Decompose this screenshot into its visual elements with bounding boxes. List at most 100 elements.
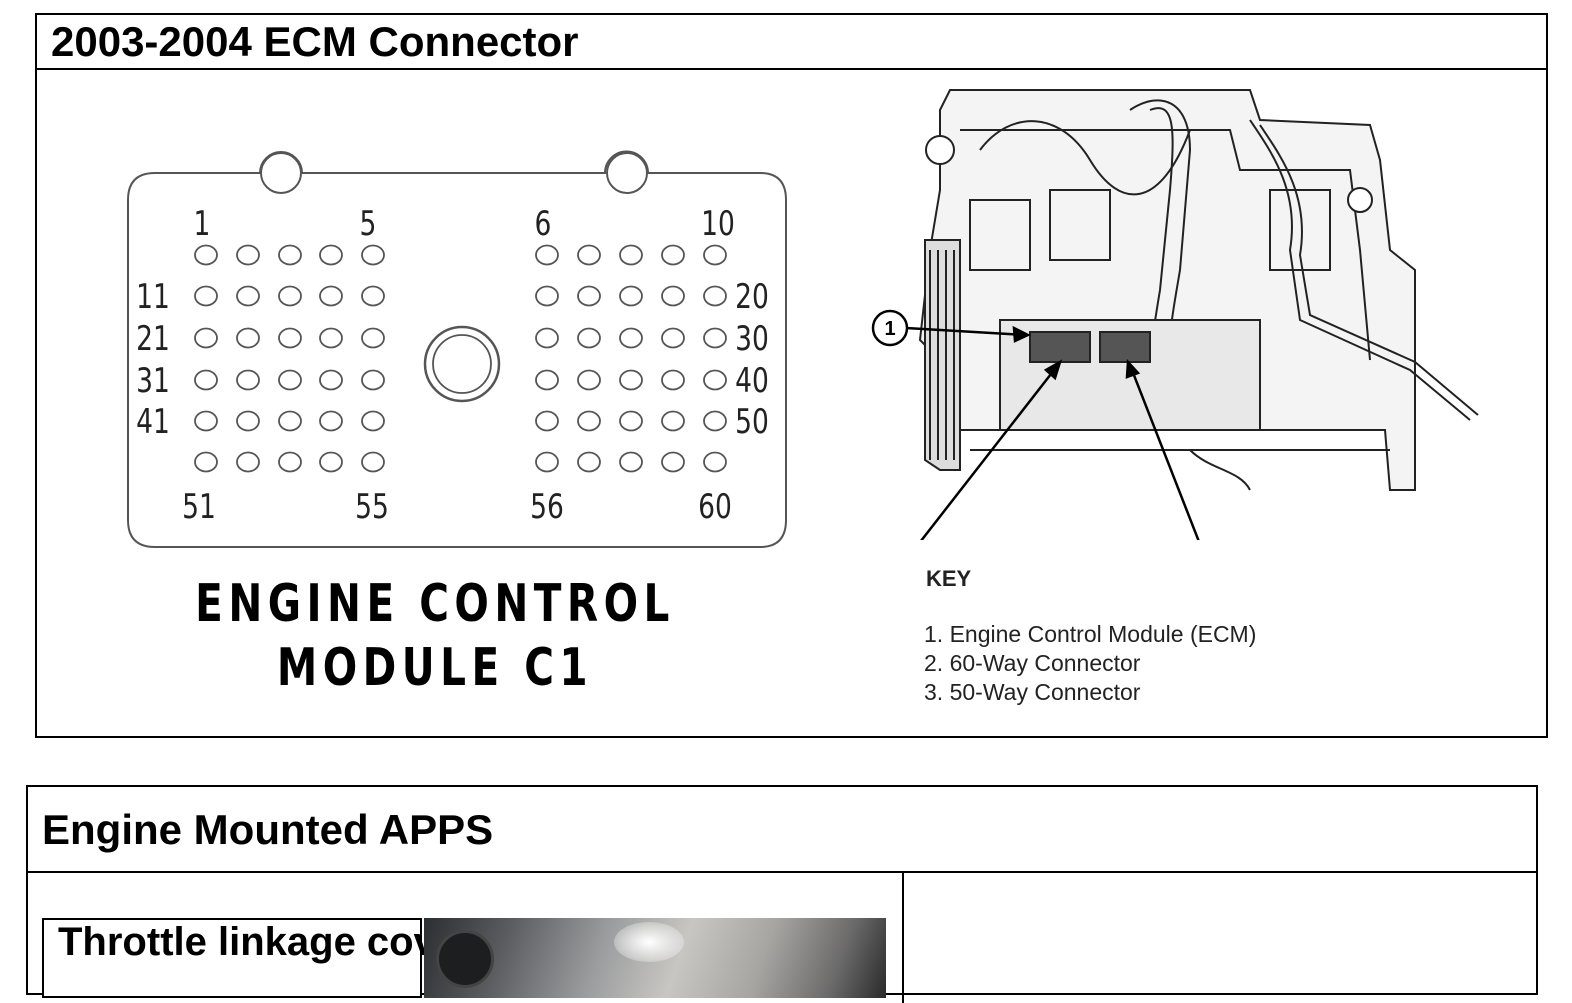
connector-pin: [194, 285, 218, 307]
pin-number-label: 60: [698, 488, 732, 527]
connector-pin: [703, 451, 727, 473]
connector-pin: [577, 285, 601, 307]
connector-pin: [278, 327, 302, 349]
photo-bolt: [436, 930, 494, 988]
ecm-connector-section: 2003-2004 ECM Connector: [35, 13, 1548, 738]
connector-pin: [577, 410, 601, 432]
connector-pin: [535, 451, 559, 473]
connector-pin: [577, 327, 601, 349]
section-title: Engine Mounted APPS: [42, 806, 494, 853]
pin-number-label: 56: [530, 488, 564, 527]
connector-pin: [361, 285, 385, 307]
key-item: 2. 60-Way Connector: [924, 650, 1141, 676]
connector-pin: [236, 285, 260, 307]
connector-pin: [236, 244, 260, 266]
pin-number-label: 11: [136, 278, 170, 317]
connector-pin: [236, 451, 260, 473]
connector-pin: [535, 327, 559, 349]
section-title: 2003-2004 ECM Connector: [51, 18, 579, 65]
pin-number-label: 10: [701, 205, 735, 244]
engine-illustration: 1 2 3: [871, 89, 1479, 540]
photo-glare: [614, 922, 684, 962]
column-divider: [902, 873, 904, 1003]
section-header: Engine Mounted APPS: [28, 787, 1536, 873]
connector-pin: [194, 244, 218, 266]
connector-pin: [619, 369, 643, 391]
connector-pin: [703, 285, 727, 307]
connector-pin: [661, 327, 685, 349]
connector-pin: [703, 369, 727, 391]
pin-number-label: 50: [735, 403, 769, 442]
connector-pin: [361, 410, 385, 432]
connector-pin: [661, 369, 685, 391]
key-item: 3. 50-Way Connector: [924, 679, 1141, 705]
connector-pin: [619, 285, 643, 307]
connector-pin: [703, 327, 727, 349]
connector-pin: [194, 451, 218, 473]
throttle-linkage-photo: [424, 918, 886, 998]
photo-caption-box: Throttle linkage cover removed: [42, 918, 652, 998]
pin-number-label: 6: [535, 205, 552, 244]
connector-pin: [619, 244, 643, 266]
connector-pin: [535, 410, 559, 432]
connector-pin: [535, 369, 559, 391]
connector-pin: [661, 410, 685, 432]
mounting-tab: [260, 152, 302, 194]
connector-pins: [194, 244, 727, 473]
connector-pin: [278, 369, 302, 391]
section-header: 2003-2004 ECM Connector: [37, 15, 1546, 70]
connector-pin: [619, 451, 643, 473]
center-hole: [432, 334, 492, 394]
pin-number-label: 51: [182, 488, 216, 527]
connector-pin: [619, 410, 643, 432]
engine-mounted-apps-section: Engine Mounted APPS Throttle linkage cov…: [26, 785, 1538, 1003]
connector-pin: [703, 244, 727, 266]
connector-pin: [661, 451, 685, 473]
pin-number-label: 55: [355, 488, 389, 527]
connector-pin: [577, 369, 601, 391]
module-title: ENGINE CONTROL MODULE C1: [178, 572, 693, 700]
key-list: 1. Engine Control Module (ECM) 2. 60-Way…: [924, 620, 1256, 707]
connector-pin: [236, 410, 260, 432]
connector-pin: [577, 451, 601, 473]
module-title-line1: ENGINE CONTROL: [195, 574, 675, 634]
connector-pin: [361, 451, 385, 473]
connector-pin: [361, 244, 385, 266]
connector-pin: [194, 410, 218, 432]
callout-1: 1: [884, 318, 895, 340]
pin-number-label: 31: [136, 362, 170, 401]
connector-pin: [278, 410, 302, 432]
pin-number-label: 1: [194, 205, 211, 244]
connector-pin: [361, 369, 385, 391]
connector-pin: [278, 285, 302, 307]
connector-pin: [361, 327, 385, 349]
connector-pin: [319, 244, 343, 266]
connector-pin: [319, 369, 343, 391]
pin-number-label: 21: [136, 320, 170, 359]
connector-pin: [194, 327, 218, 349]
pin-number-label: 41: [136, 403, 170, 442]
pin-number-label: 20: [735, 278, 769, 317]
connector-pin: [319, 410, 343, 432]
connector-pin: [535, 285, 559, 307]
key-title: KEY: [926, 566, 972, 591]
connector-body: [127, 150, 787, 548]
connector-pin: [278, 451, 302, 473]
connector-pin: [535, 244, 559, 266]
connector-pin: [194, 369, 218, 391]
module-title-line2: MODULE C1: [276, 638, 594, 698]
center-hole: [423, 325, 501, 403]
connector-pin: [661, 244, 685, 266]
pin-number-label: 30: [735, 320, 769, 359]
pin-number-label: 5: [360, 205, 377, 244]
connector-pin: [319, 327, 343, 349]
connector-pin: [619, 327, 643, 349]
connector-pin: [278, 244, 302, 266]
connector-pin: [661, 285, 685, 307]
connector-pin: [319, 451, 343, 473]
key-item: 1. Engine Control Module (ECM): [924, 621, 1257, 647]
pin-number-label: 40: [735, 362, 769, 401]
mounting-tab: [606, 152, 648, 194]
